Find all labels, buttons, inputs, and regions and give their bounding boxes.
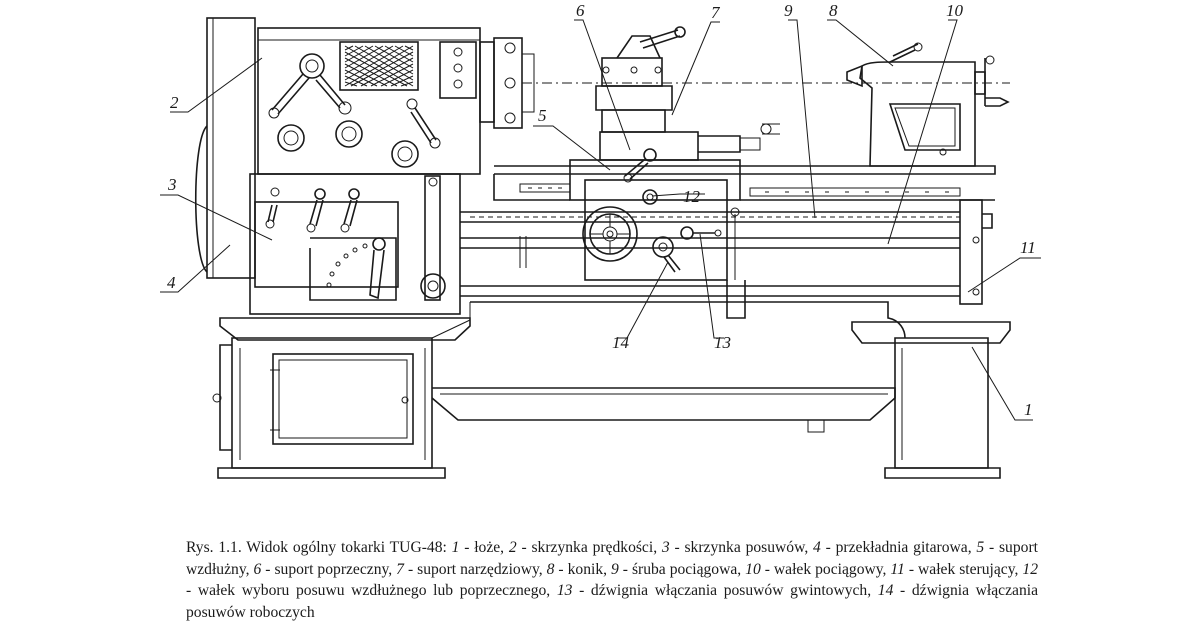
caption-num-11: 11 <box>890 560 905 578</box>
caption-num-9: 9 <box>611 560 619 578</box>
label-7: 7 <box>711 3 721 22</box>
control-shaft <box>460 285 960 297</box>
caption-text-4: - przekładnia gitarowa, <box>820 539 977 556</box>
caption-text-11: - wałek sterujący, <box>904 560 1023 578</box>
caption-text-13: - dźwignia włączania posuwów gwintowych, <box>572 582 878 599</box>
label-9: 9 <box>784 1 793 20</box>
lathe-bed <box>212 301 1011 479</box>
caption-prefix: Rys. 1.1. Widok ogólny tokarki TUG-48: <box>186 539 452 556</box>
label-13: 13 <box>714 333 731 352</box>
caption-text-7: - suport narzędziowy, <box>403 560 547 578</box>
caption-text-8: - konik, <box>554 560 611 578</box>
label-4: 4 <box>167 273 176 292</box>
caption-num-14: 14 <box>877 582 894 599</box>
caption-num-8: 8 <box>546 560 555 578</box>
figure-caption: Rys. 1.1. Widok ogólny tokarki TUG-48: 1… <box>186 537 1038 623</box>
caption-num-10: 10 <box>745 560 761 578</box>
leader-lines <box>160 19 1041 421</box>
gear-guard <box>195 17 256 279</box>
shaft-bracket <box>959 199 993 305</box>
caption-text-5: - suport wzdłużny, <box>186 539 1038 578</box>
callout-labels: 1 2 3 4 5 6 7 8 9 10 11 12 13 14 <box>167 1 1036 419</box>
caption-text-9: - śruba pociągowa, <box>618 560 746 578</box>
label-3: 3 <box>167 175 177 194</box>
label-10: 10 <box>946 1 964 20</box>
label-11: 11 <box>1020 238 1036 257</box>
label-5: 5 <box>538 106 547 125</box>
caption-num-5: 5 <box>976 539 985 556</box>
caption-num-3: 3 <box>661 539 670 556</box>
caption-num-12: 12 <box>1022 560 1038 578</box>
label-14: 14 <box>612 333 630 352</box>
feed-gearbox <box>249 173 461 315</box>
carriage-apron <box>569 159 746 319</box>
bed-ways <box>493 165 996 201</box>
caption-text-14: - dźwignia włączania posuwów roboczych <box>186 582 1038 621</box>
caption-text-2: - skrzynka prędkości, <box>516 539 662 556</box>
caption-num-6: 6 <box>253 560 262 578</box>
lead-screw <box>460 211 960 223</box>
caption-text-3: - skrzynka posuwów, <box>669 539 814 556</box>
caption-num-4: 4 <box>813 539 821 556</box>
feed-rod <box>460 236 960 268</box>
speed-gearbox <box>257 27 535 175</box>
label-6: 6 <box>576 1 585 20</box>
caption-num-13: 13 <box>556 582 573 599</box>
label-1: 1 <box>1024 400 1033 419</box>
caption-num-2: 2 <box>508 539 517 556</box>
lathe-diagram: 1 2 3 4 5 6 7 8 9 10 11 12 13 14 <box>160 1 1041 479</box>
label-12: 12 <box>683 187 701 206</box>
tailstock <box>846 42 1010 167</box>
caption-text-1: - łoże, <box>459 539 509 556</box>
caption-text-10: - wałek pociągowy, <box>760 560 891 578</box>
tool-post <box>595 26 686 133</box>
label-8: 8 <box>829 1 838 20</box>
caption-text-6: - suport poprzeczny, <box>261 560 397 578</box>
caption-num-7: 7 <box>396 560 404 578</box>
caption-text-12: - wałek wyboru posuwu wzdłużnego lub pop… <box>186 582 557 599</box>
caption-num-1: 1 <box>451 539 460 556</box>
label-2: 2 <box>170 93 179 112</box>
